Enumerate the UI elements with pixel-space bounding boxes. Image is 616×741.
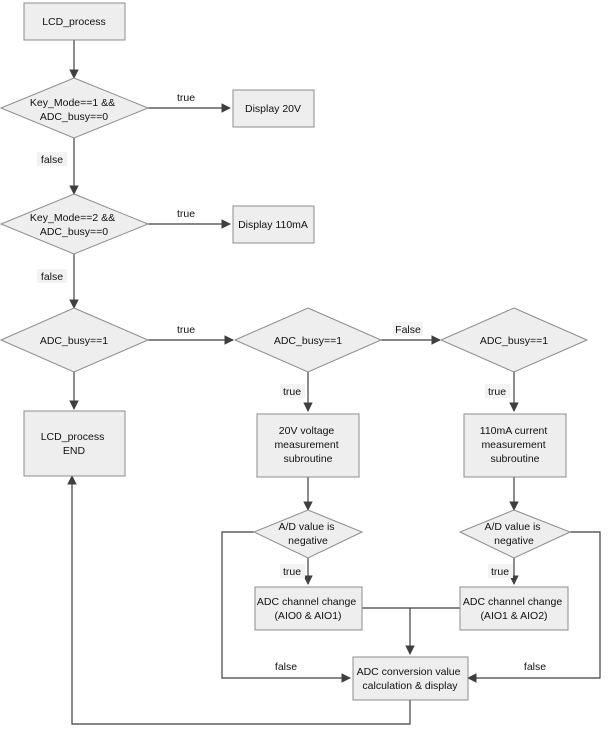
edge-label-busy3-true: true: [488, 386, 506, 398]
node-chan-change-right: [459, 586, 569, 631]
node-sub-20v: [256, 413, 360, 478]
node-decision-neg-left: [252, 509, 364, 559]
node-labels: LCD_process Key_Mode==1 && ADC_busy==0 D…: [30, 16, 565, 692]
node-decision-neg-right: [458, 509, 572, 559]
conn-negright-false: [467, 531, 601, 683]
edge-label-busy3-true-bg: [485, 384, 510, 398]
edge-label-mode2-true: true: [177, 208, 195, 220]
node-sub-110ma: [463, 413, 567, 478]
node-display-110ma-label: Display 110mA: [238, 219, 308, 231]
node-lcd-process-end-label: LCD_process END: [41, 431, 108, 457]
node-decision-neg-right-label: A/D value is negative: [485, 521, 544, 547]
node-decision-key-mode-1-label: Key_Mode==1 && ADC_busy==0: [30, 97, 118, 123]
edge-label-busy2-false: False: [395, 324, 421, 336]
edge-label-mode1-false: false: [41, 154, 63, 166]
node-lcd-process-end: [23, 410, 126, 477]
node-display-20v-label: Display 20V: [245, 103, 301, 115]
node-display-110ma: [232, 205, 315, 244]
node-calc-display: [352, 656, 469, 701]
node-sub-110ma-label: 110mA current measurement subroutine: [480, 425, 550, 465]
edge-label-mode1-true: true: [177, 92, 195, 104]
edge-label-mode2-false-bg: [37, 269, 67, 283]
shapes: [0, 2, 589, 701]
edge-label-neg-right-true: true: [491, 566, 509, 578]
edge-label-busy2-true: true: [283, 386, 301, 398]
edge-labels: true false true false true False true tr…: [37, 92, 546, 673]
node-sub-20v-label: 20V voltage measurement subroutine: [274, 425, 341, 465]
edge-label-busy2-false-bg: [393, 322, 423, 336]
node-chan-change-left-label: ADC channel change (AIO0 & AIO1): [257, 596, 359, 622]
edge-label-neg-left-true-bg: [280, 564, 305, 578]
node-decision-adc-busy-3-label: ADC_busy==1: [480, 335, 548, 347]
edge-label-neg-left-true: true: [283, 566, 301, 578]
conn-negleft-false: [221, 531, 351, 683]
edge-label-neg-right-false: false: [524, 661, 546, 673]
node-chan-change-right-label: ADC channel change (AIO1 & AIO2): [463, 596, 565, 622]
node-decision-key-mode-2: [0, 193, 150, 255]
node-decision-neg-left-label: A/D value is negative: [279, 521, 338, 547]
edge-label-mode1-false-bg: [37, 152, 67, 166]
edge-label-busy-main-true: true: [177, 324, 195, 336]
conn-calc-to-end: [67, 475, 411, 725]
node-decision-adc-busy-2: [233, 307, 383, 373]
edge-label-mode2-false: false: [41, 271, 63, 283]
node-lcd-process-start: [23, 2, 126, 41]
node-lcd-process-start-label: LCD_process: [42, 16, 106, 28]
connectors: [67, 40, 601, 725]
node-decision-adc-busy-2-label: ADC_busy==1: [274, 335, 342, 347]
node-decision-adc-busy-3: [439, 307, 589, 373]
node-decision-adc-busy-main: [0, 307, 150, 373]
node-chan-change-left: [254, 586, 363, 631]
edge-label-neg-left-false: false: [275, 661, 297, 673]
edge-label-busy2-true-bg: [280, 384, 305, 398]
node-display-20v: [232, 89, 315, 128]
node-calc-display-label: ADC conversion value calculation & displ…: [357, 666, 464, 692]
node-decision-key-mode-2-label: Key_Mode==2 && ADC_busy==0: [30, 212, 118, 238]
node-decision-adc-busy-main-label: ADC_busy==1: [40, 335, 108, 347]
node-decision-key-mode-1: [0, 77, 150, 139]
edge-label-neg-right-true-bg: [488, 564, 513, 578]
